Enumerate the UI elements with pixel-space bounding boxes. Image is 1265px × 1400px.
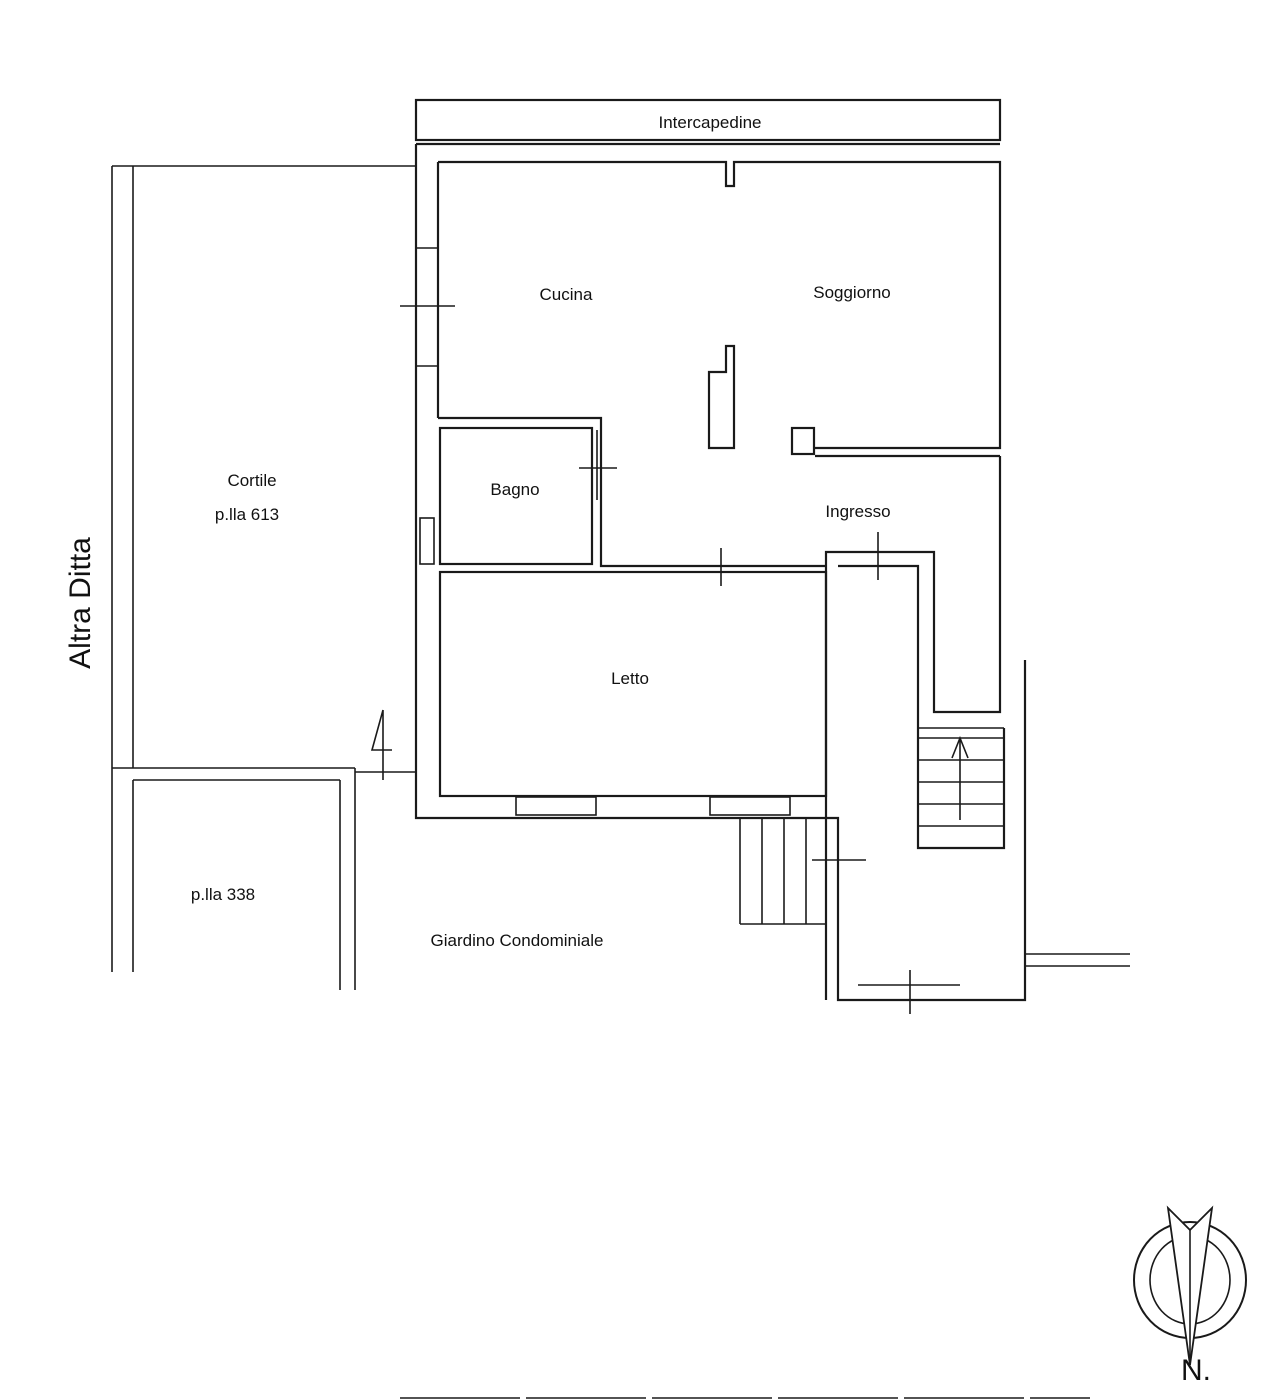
giardino-label: Giardino Condominiale (431, 931, 604, 950)
altra-ditta-label: Altra Ditta (64, 537, 97, 669)
stair-arrow-icon (951, 735, 969, 820)
cortile-label: Cortile (227, 471, 276, 490)
cortile-plla-label: p.lla 613 (215, 505, 279, 524)
letto-label: Letto (611, 669, 649, 688)
cortile-area: Cortile p.lla 613 p.lla 338 (111, 165, 416, 990)
north-arrow-icon (1133, 1205, 1247, 1366)
bagno-label: Bagno (490, 480, 539, 499)
north-label: N. (1181, 1354, 1211, 1387)
exterior-steps (739, 818, 866, 925)
section-arrow-icon (370, 709, 392, 780)
plla-338-label: p.lla 338 (191, 885, 255, 904)
soggiorno-label: Soggiorno (813, 283, 891, 302)
ingresso-label: Ingresso (825, 502, 890, 521)
intercapedine-label: Intercapedine (658, 113, 761, 132)
stairs (918, 727, 1004, 827)
building-walls (400, 142, 1130, 1014)
intercapedine-strip: Intercapedine (414, 98, 1002, 142)
cucina-label: Cucina (540, 285, 593, 304)
